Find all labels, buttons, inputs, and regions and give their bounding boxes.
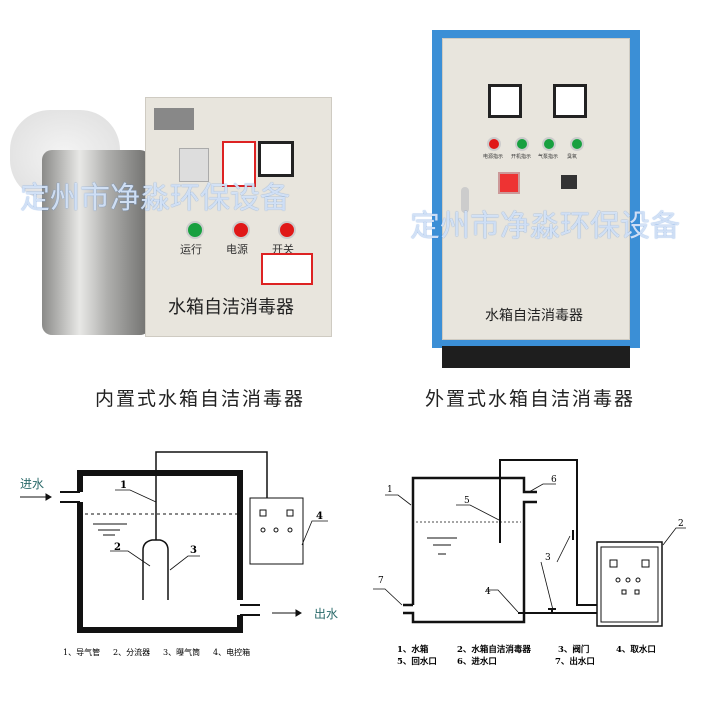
pipes: [60, 491, 260, 616]
external-diagram: [373, 459, 686, 627]
callout: 7: [378, 576, 384, 586]
callout: 1: [387, 485, 393, 495]
outlet-label: 出水: [314, 607, 338, 621]
ozone-indicator: [570, 137, 584, 151]
box-button: [621, 589, 627, 595]
legend-item: 7、出水口: [555, 656, 595, 667]
indicator-label: 开机指示: [511, 154, 532, 160]
legend-item: 3、阀门: [558, 644, 589, 655]
lamp-label-switch: 开关: [272, 243, 294, 256]
box-switch: [609, 559, 618, 568]
legend-item: 1、水箱: [397, 644, 429, 655]
control-box-diagram: [249, 497, 304, 565]
inlet-label: 进水: [20, 477, 44, 491]
tank-wall: [77, 470, 243, 633]
lamp-label-power: 电源: [226, 243, 248, 256]
warning-label: [222, 141, 256, 187]
panel-title: 水箱自洁消毒器: [168, 297, 294, 318]
legend-item: 4、取水口: [616, 644, 656, 655]
safety-label: [261, 253, 313, 285]
box-lamp: [287, 527, 293, 533]
meter-2: [553, 84, 587, 118]
legend-item: 5、回水口: [397, 656, 437, 667]
valves: [548, 530, 574, 613]
callout: 3: [545, 553, 551, 563]
box-lamp: [625, 577, 631, 583]
return-pipe: [499, 459, 597, 606]
nameplate: [154, 108, 194, 130]
cabinet-base: [442, 346, 630, 368]
box-lamp: [273, 527, 279, 533]
outlet-arrowhead: [295, 609, 302, 617]
aeration-cylinder: [142, 539, 169, 600]
timer-display: [179, 148, 209, 182]
legend-item: 3、曝气筒: [163, 647, 200, 657]
meter-1: [488, 84, 522, 118]
callout: 2: [114, 542, 121, 553]
callout: 4: [485, 587, 491, 597]
box-switch: [259, 509, 267, 517]
indicator-label: 气泵指示: [538, 154, 559, 160]
legend-item: 1、导气管: [63, 647, 100, 657]
internal-diagram: [20, 451, 328, 633]
water-mark: [427, 537, 457, 555]
leader-lines: [373, 483, 686, 613]
box-switch: [286, 509, 294, 517]
internal-disinfector-photo: 运行 电源 开关 水箱自洁消毒器: [0, 90, 340, 350]
on-indicator: [515, 137, 529, 151]
lamp-label-run: 运行: [180, 243, 202, 256]
disinfector-box: [596, 541, 663, 627]
rotary-switch: [498, 172, 520, 194]
caption-internal: 内置式水箱自洁消毒器: [95, 388, 306, 410]
box-lamp: [615, 577, 621, 583]
pump-indicator: [542, 137, 556, 151]
box-button: [634, 589, 640, 595]
external-disinfector-photo: 电源指示 开机指示 气泵指示 臭氧 水箱自洁消毒器: [432, 30, 642, 370]
watermark: 定州市净淼环保设备: [20, 181, 290, 216]
indicator-label: 电源指示: [483, 154, 504, 160]
disinfector-box-inner: [600, 546, 659, 623]
leader-lines: [110, 489, 328, 571]
meter: [258, 141, 294, 177]
air-tube: [155, 451, 268, 540]
box-switch: [641, 559, 650, 568]
callout: 4: [316, 511, 323, 522]
legend-item: 2、水箱自洁消毒器: [457, 644, 531, 655]
callout: 3: [190, 545, 197, 556]
stainless-tank: [42, 150, 150, 335]
legend-item: 2、分流器: [113, 647, 150, 657]
tank-wall: [403, 476, 537, 624]
indicator-label: 臭氧: [567, 154, 578, 160]
run-lamp: [186, 221, 204, 239]
switch-lamp: [278, 221, 296, 239]
control-box: 运行 电源 开关 水箱自洁消毒器: [145, 97, 332, 337]
door-lock: [461, 187, 469, 213]
callout: 6: [551, 475, 557, 485]
panel-title: 水箱自洁消毒器: [485, 308, 583, 324]
box-lamp: [260, 527, 266, 533]
power-lamp: [232, 221, 250, 239]
legend-item: 6、进水口: [457, 656, 497, 667]
power-indicator: [487, 137, 501, 151]
legend-item: 4、电控箱: [213, 647, 250, 657]
callout: 2: [678, 519, 684, 529]
water-mark: [93, 523, 127, 536]
callout: 5: [464, 496, 470, 506]
inlet-arrowhead: [45, 493, 52, 501]
timer: [561, 175, 577, 189]
callout: 1: [120, 480, 127, 491]
caption-external: 外置式水箱自洁消毒器: [425, 388, 636, 410]
cabinet-door: 电源指示 开机指示 气泵指示 臭氧 水箱自洁消毒器: [442, 38, 630, 340]
watermark: 定州市净淼环保设备: [410, 209, 680, 244]
box-lamp: [635, 577, 641, 583]
